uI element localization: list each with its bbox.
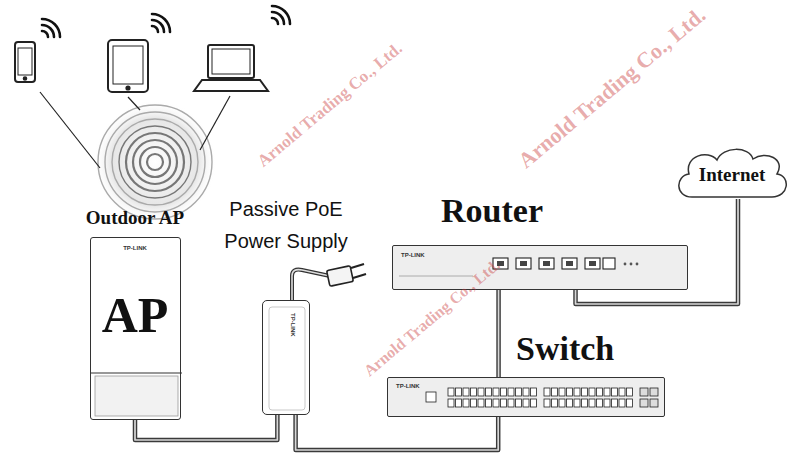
signal-ring xyxy=(98,105,212,219)
router-artwork xyxy=(393,246,687,289)
cable-connector xyxy=(498,290,499,377)
cloud-label: Internet xyxy=(672,165,792,184)
brand-text: TP-LINK xyxy=(401,252,425,258)
brand-text: TP-LINK xyxy=(396,383,420,389)
signal-ring xyxy=(105,112,205,212)
signal-rings xyxy=(93,100,217,224)
device-heading: Switch xyxy=(516,330,614,368)
poe-injector: Passive PoE Power SupplyTP-LINK xyxy=(262,300,310,415)
internet-cloud: Internet xyxy=(672,143,792,207)
wireless-link xyxy=(40,92,230,168)
outdoor-ap: Outdoor APTP-LINKAP xyxy=(90,237,181,420)
signal-ring xyxy=(126,133,184,191)
signal-ring xyxy=(140,147,170,177)
poe-artwork xyxy=(263,301,309,414)
switch-device: SwitchTP-LINK xyxy=(387,377,665,417)
watermark: Arnold Trading Co., Ltd. xyxy=(254,39,407,172)
device-heading: Router xyxy=(441,192,543,230)
switch-artwork xyxy=(388,378,664,416)
brand-text: TP-LINK xyxy=(290,313,296,337)
laptop-icon xyxy=(194,45,268,91)
signal-ring xyxy=(119,126,191,198)
device-label: AP xyxy=(91,290,180,340)
power-plug xyxy=(292,264,366,300)
phone-icon xyxy=(15,42,35,82)
signal-ring xyxy=(133,140,177,184)
device-heading: Passive PoE Power Supply xyxy=(211,193,361,257)
router-device: RouterTP-LINK xyxy=(392,245,688,290)
cable-connector xyxy=(296,415,499,450)
signal-ring xyxy=(147,154,163,170)
watermark: Arnold Trading Co., Ltd. xyxy=(360,256,503,380)
watermark: Arnold Trading Co., Ltd. xyxy=(513,2,711,174)
tablet-icon xyxy=(108,40,148,92)
wifi-symbol xyxy=(42,6,290,37)
signal-ring xyxy=(112,119,198,205)
brand-text: TP-LINK xyxy=(91,245,180,251)
device-heading: Outdoor AP xyxy=(86,207,184,229)
